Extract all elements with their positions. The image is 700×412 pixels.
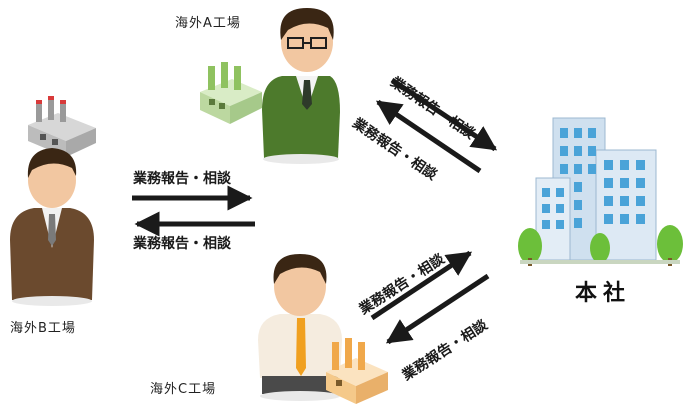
factory-b-icon — [28, 96, 96, 157]
person-c-icon — [258, 254, 342, 401]
person-b-icon — [10, 148, 94, 306]
factory-a-icon — [200, 62, 262, 124]
arrow-c-to-hq — [370, 250, 473, 321]
label-factory-a: 海外A工場 — [175, 16, 241, 31]
arrow-hq-to-a — [375, 99, 482, 174]
arrow-label-b-in: 業務報告・相談 — [133, 236, 231, 252]
arrow-hq-to-c — [385, 273, 490, 345]
headquarters-icon — [518, 117, 683, 266]
arrow-label-b-out: 業務報告・相談 — [133, 171, 231, 187]
person-a-icon — [262, 8, 340, 164]
factory-c-icon — [326, 338, 388, 404]
arrow-a-to-hq — [390, 77, 498, 152]
label-hq: 本社 — [575, 281, 632, 306]
label-factory-c: 海外C工場 — [150, 382, 217, 397]
label-factory-b: 海外B工場 — [10, 321, 76, 336]
